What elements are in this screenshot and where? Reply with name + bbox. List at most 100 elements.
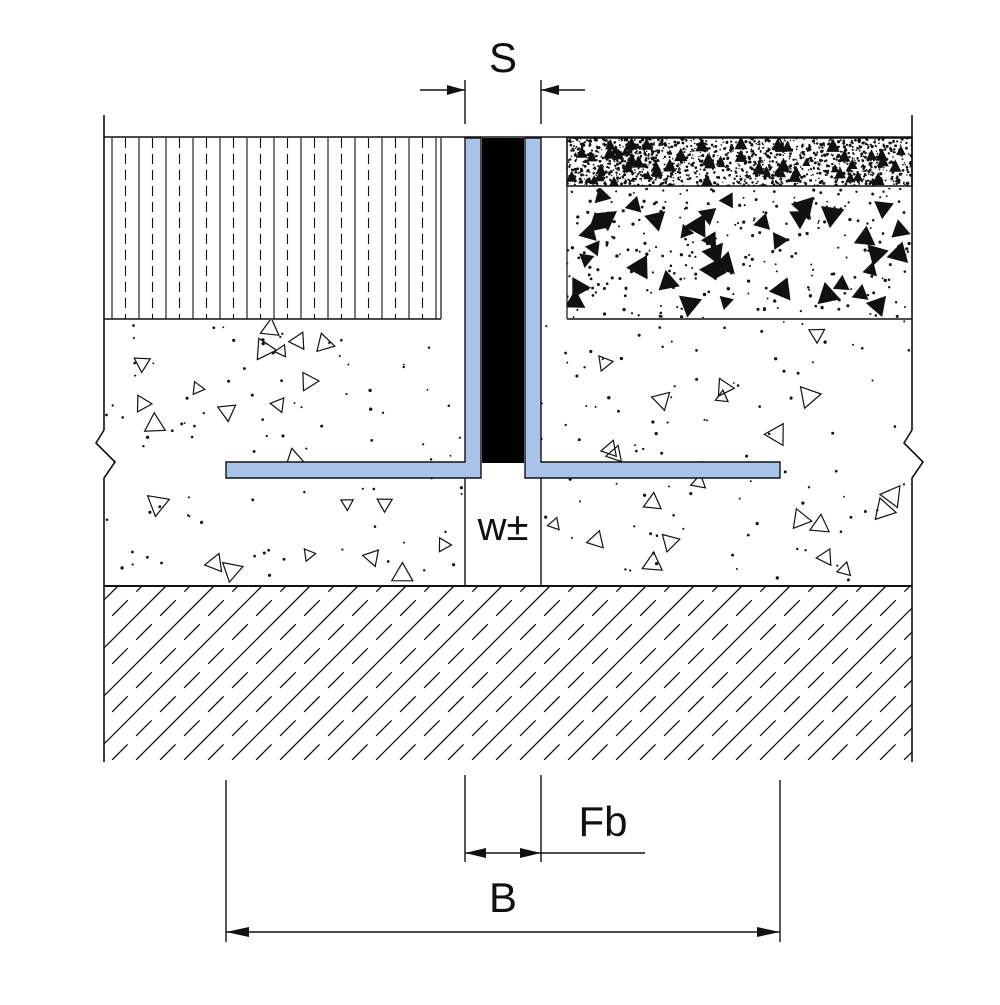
aggregate-dot bbox=[160, 561, 163, 565]
stipple-dot bbox=[802, 174, 806, 178]
stipple-dot bbox=[767, 140, 770, 143]
aggregate-dot bbox=[760, 329, 764, 333]
left-angle-profile bbox=[225, 137, 482, 479]
stipple-dot bbox=[748, 157, 752, 161]
aggregate-dot bbox=[775, 576, 779, 580]
stipple-dot bbox=[613, 160, 616, 163]
stipple-dot bbox=[605, 175, 608, 179]
aggregate-dot bbox=[629, 569, 632, 572]
stipple-dot bbox=[648, 160, 652, 164]
right-angle-profile bbox=[524, 137, 781, 479]
stipple-dot bbox=[708, 152, 710, 155]
aggregate-dot bbox=[895, 314, 899, 318]
aggregate-dot bbox=[591, 286, 595, 290]
stipple-dot bbox=[698, 155, 700, 158]
stipple-dot bbox=[681, 141, 685, 145]
aggregate-dot bbox=[145, 435, 150, 439]
stipple-dot bbox=[874, 165, 877, 169]
hatch-line bbox=[447, 586, 623, 760]
stipple-dot bbox=[842, 139, 846, 142]
aggregate-dot bbox=[742, 262, 746, 266]
aggregate-dot bbox=[793, 196, 796, 199]
aggregate-dot bbox=[134, 374, 137, 377]
aggregate-triangle bbox=[203, 552, 223, 573]
stipple-dot bbox=[620, 182, 623, 186]
hatch-line bbox=[495, 586, 671, 760]
aggregate-dot bbox=[668, 269, 671, 273]
stipple-dot bbox=[741, 169, 745, 172]
aggregate-dot bbox=[659, 304, 662, 308]
aggregate-dot bbox=[672, 271, 676, 275]
stipple-dot bbox=[745, 151, 749, 154]
stipple-dot bbox=[903, 162, 906, 164]
aggregate-dot bbox=[655, 534, 659, 537]
stipple-dot bbox=[694, 147, 696, 150]
aggregate-dot bbox=[618, 253, 621, 256]
aggregate-triangle bbox=[874, 496, 898, 521]
stipple-dot bbox=[685, 139, 688, 142]
stipple-dot bbox=[898, 172, 902, 176]
stipple-dot bbox=[823, 160, 826, 163]
aggregate-dot bbox=[685, 201, 689, 205]
stipple-dot bbox=[906, 182, 909, 185]
stipple-triangle bbox=[575, 146, 588, 158]
stipple-dot bbox=[662, 181, 665, 185]
aggregate-dot bbox=[577, 256, 581, 260]
stipple-triangle bbox=[896, 145, 906, 156]
aggregate-dot bbox=[666, 421, 669, 424]
b-arrow-left bbox=[226, 927, 249, 937]
stipple-dot bbox=[692, 154, 694, 156]
stipple-dot bbox=[823, 143, 826, 145]
stipple-dot bbox=[699, 163, 703, 167]
stipple-dot bbox=[828, 165, 831, 168]
stipple-dot bbox=[833, 177, 835, 179]
left-finish-lines bbox=[111, 138, 437, 319]
stipple-dot bbox=[724, 153, 728, 157]
stipple-dot bbox=[592, 163, 595, 166]
aggregate-dot bbox=[611, 235, 614, 239]
aggregate-dot bbox=[105, 518, 109, 521]
stipple-dot bbox=[847, 169, 850, 173]
stipple-dot bbox=[708, 147, 711, 150]
stipple-dot bbox=[799, 154, 802, 157]
aggregate-dot bbox=[624, 288, 627, 291]
stipple-dot bbox=[712, 146, 715, 148]
stipple-dot bbox=[668, 146, 671, 149]
aggregate-dot bbox=[635, 248, 639, 252]
stipple-dot bbox=[641, 138, 645, 142]
aggregate-dot bbox=[773, 299, 777, 303]
aggregate-dot bbox=[345, 393, 348, 396]
stipple-dot bbox=[640, 177, 643, 180]
aggregate-dot bbox=[459, 486, 463, 490]
stipple-dot bbox=[801, 150, 805, 154]
aggregate-dot bbox=[664, 200, 667, 204]
stipple-dot bbox=[604, 138, 608, 142]
stipple-dot bbox=[745, 157, 747, 160]
stipple-dot bbox=[623, 160, 627, 163]
stipple-dot bbox=[593, 154, 596, 156]
aggregate-dot bbox=[680, 307, 683, 311]
stipple-dot bbox=[867, 147, 870, 150]
aggregate-dot bbox=[637, 333, 641, 337]
aggregate-dot bbox=[863, 510, 867, 513]
aggregate-dot bbox=[749, 480, 752, 483]
aggregate-dot bbox=[610, 276, 614, 280]
aggregate-dot bbox=[252, 449, 256, 453]
stipple-dot bbox=[862, 155, 865, 158]
aggregate-dot bbox=[750, 257, 754, 261]
aggregate-dot bbox=[903, 270, 907, 273]
hatch-line bbox=[0, 586, 94, 760]
aggregate-triangle bbox=[772, 232, 789, 250]
aggregate-dot bbox=[626, 248, 630, 252]
aggregate-dot bbox=[670, 340, 673, 343]
aggregate-dot bbox=[706, 202, 710, 206]
aggregate-triangle bbox=[815, 547, 832, 567]
stipple-dot bbox=[643, 152, 647, 155]
stipple-dot bbox=[623, 140, 626, 142]
stipple-dot bbox=[788, 157, 791, 160]
stipple-dot bbox=[666, 151, 669, 154]
aggregate-dot bbox=[902, 483, 906, 486]
stipple-dot bbox=[651, 181, 655, 185]
stipple-dot bbox=[711, 167, 714, 170]
